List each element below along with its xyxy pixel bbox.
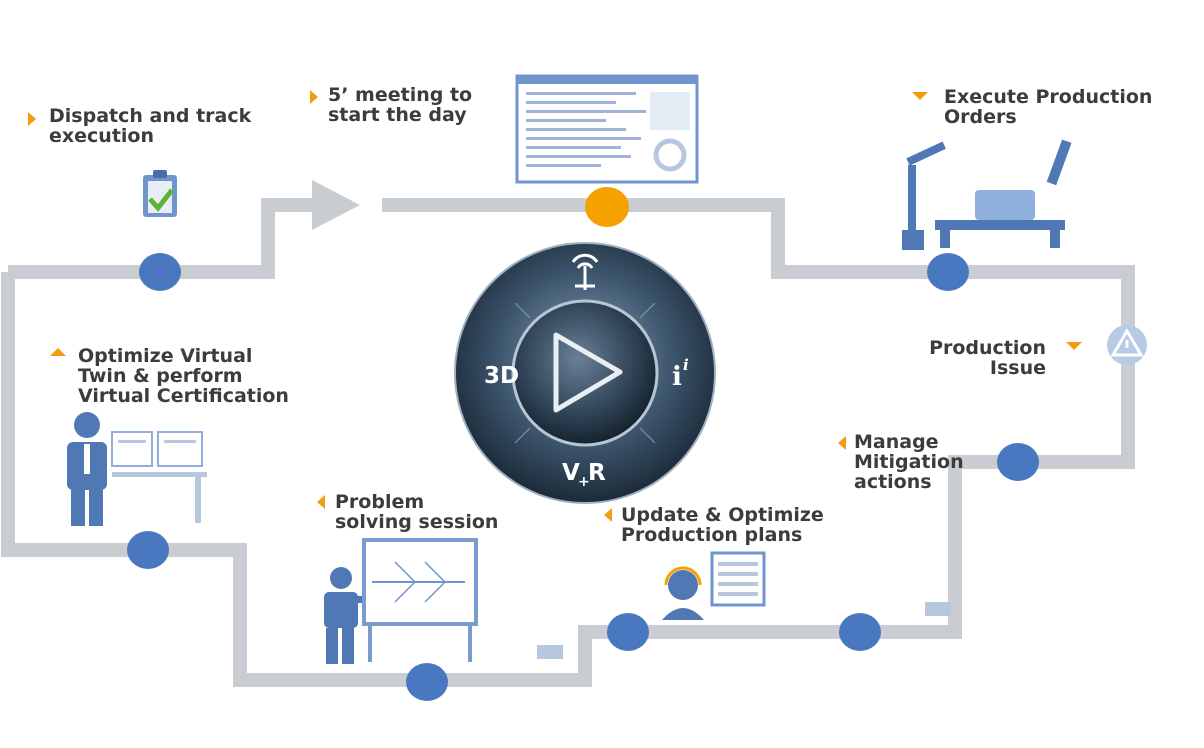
compass-v-label: V [562, 460, 580, 486]
node-update[interactable] [607, 613, 649, 651]
node-mitigation[interactable] [997, 443, 1039, 481]
compass-i-label: i [672, 362, 682, 392]
compass-dividers [514, 302, 656, 444]
marker-problem-icon [317, 495, 325, 509]
toolbox-icon [925, 602, 951, 616]
fishbone-whiteboard [362, 538, 478, 662]
antenna-icon [571, 253, 599, 290]
problem-toolbox-icon [537, 645, 563, 659]
clipboard-check-icon [143, 170, 177, 217]
marker-update-icon [604, 508, 612, 522]
marker-meeting-icon [310, 90, 318, 104]
path-top-left [1, 198, 1135, 687]
robot-machine-icon [902, 139, 1072, 250]
compass-i-sup: i [683, 356, 689, 374]
path-left-arrow [8, 198, 320, 279]
node-dispatch[interactable] [139, 253, 181, 291]
headset-operator-icon [662, 566, 704, 620]
process-path [1, 198, 1135, 687]
production-plan-screen [710, 551, 766, 607]
node-execute[interactable] [927, 253, 969, 291]
planning-dashboard-screen [515, 74, 699, 184]
play-icon [553, 332, 623, 413]
warning-icon [1107, 325, 1147, 365]
marker-execute-icon [912, 92, 928, 100]
node-optimize[interactable] [127, 531, 169, 569]
engineer-icon [67, 412, 107, 526]
marker-mitigation-icon [838, 436, 846, 450]
marker-dispatch-icon [28, 112, 36, 126]
node-update-2[interactable] [839, 613, 881, 651]
virtual-twin-desk [111, 431, 207, 523]
compass-logo[interactable]: 3D i i V + R [454, 242, 716, 504]
compass-3d-label: 3D [484, 363, 519, 389]
marker-optimize-icon [50, 348, 66, 356]
node-problem[interactable] [406, 663, 448, 701]
path-arrow-head [312, 180, 360, 230]
node-meeting[interactable] [585, 187, 629, 227]
compass-r-label: R [588, 460, 606, 486]
path-nodes [127, 187, 1039, 701]
marker-issue-icon [1066, 342, 1082, 350]
compass-plus-label: + [578, 474, 590, 490]
